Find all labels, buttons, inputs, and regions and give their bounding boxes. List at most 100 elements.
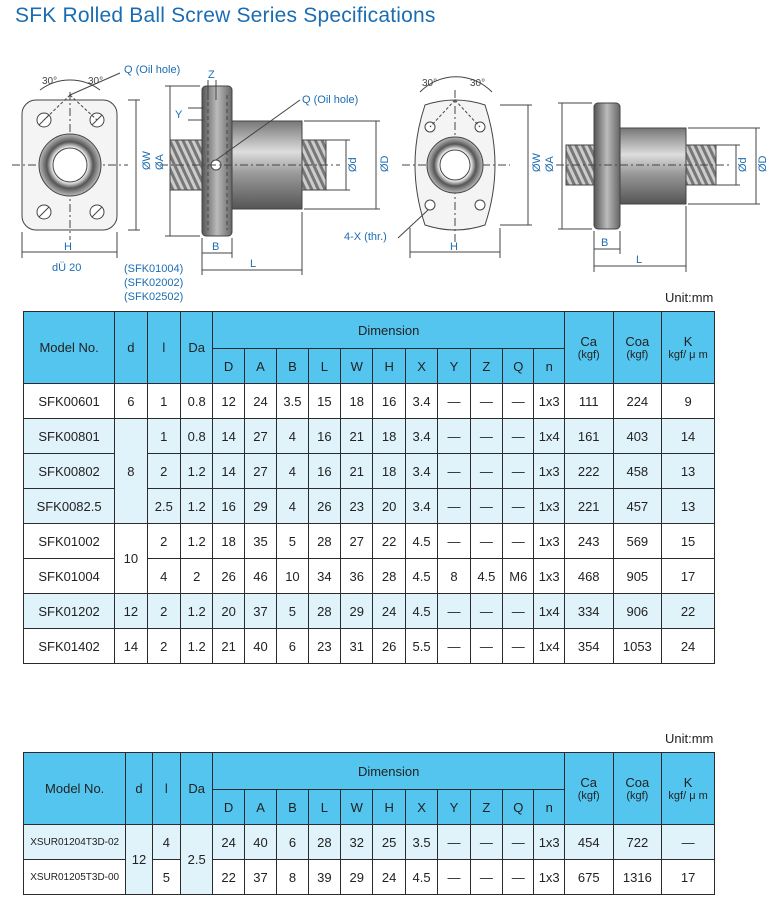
ca-cell: 468 bbox=[563, 558, 614, 594]
page-title: SFK Rolled Ball Screw Series Specificati… bbox=[15, 4, 436, 27]
header-k-unit: kgf/ μ m bbox=[668, 349, 708, 361]
header-ca-label: Ca bbox=[580, 334, 598, 349]
dimension-cell: 3.4 bbox=[404, 453, 439, 489]
model-cell: XSUR01205T3D-00 bbox=[22, 859, 127, 895]
header-d: d bbox=[114, 311, 148, 384]
angle-label: 30° bbox=[42, 76, 57, 87]
header-dim-col: Y bbox=[437, 348, 471, 384]
dimension-cell: 8 bbox=[276, 859, 309, 895]
header-coa-unit: (kgf) bbox=[626, 349, 649, 361]
header-dim-col: W bbox=[340, 348, 374, 384]
dimension-cell: 36 bbox=[340, 558, 374, 594]
coa-cell: 905 bbox=[612, 558, 663, 594]
coa-cell: 906 bbox=[612, 593, 663, 629]
coa-cell: 458 bbox=[612, 453, 663, 489]
ca-cell: 334 bbox=[563, 593, 614, 629]
header-l: l bbox=[146, 311, 182, 384]
da-label: ØA bbox=[544, 155, 556, 172]
ca-cell: 354 bbox=[563, 628, 614, 664]
dimension-cell: 1x4 bbox=[533, 593, 565, 629]
dimension-cell: 16 bbox=[212, 488, 245, 524]
da-cell: 1.2 bbox=[179, 523, 214, 559]
ca-cell: 222 bbox=[563, 453, 614, 489]
model-cell: SFK00801 bbox=[22, 418, 116, 454]
header-coa-unit: (kgf) bbox=[626, 790, 649, 802]
model-cell: SFK0082.5 bbox=[22, 488, 116, 524]
dimension-cell: 1x4 bbox=[533, 418, 565, 454]
dimension-cell: — bbox=[502, 824, 535, 860]
dimension-cell: 3.4 bbox=[404, 488, 439, 524]
dimension-cell: — bbox=[502, 593, 535, 629]
header-model: Model No. bbox=[22, 311, 116, 384]
header-ca-label: Ca bbox=[580, 775, 598, 790]
da-cell: 1.2 bbox=[179, 593, 214, 629]
side-view-1 bbox=[160, 80, 380, 275]
l-label: L bbox=[250, 258, 256, 270]
dimension-cell: 1x3 bbox=[533, 383, 565, 419]
dimension-cell: 27 bbox=[340, 523, 374, 559]
du-label: dÜ 20 bbox=[52, 262, 81, 274]
dimension-cell: M6 bbox=[502, 558, 535, 594]
dimension-cell: — bbox=[437, 824, 471, 860]
angle-label: 30° bbox=[422, 78, 437, 89]
dimension-cell: — bbox=[502, 628, 535, 664]
da-cell: 2 bbox=[179, 558, 214, 594]
d-cell: 14 bbox=[114, 628, 148, 664]
model-cell: SFK01004 bbox=[22, 558, 116, 594]
k-cell: 9 bbox=[661, 383, 715, 419]
da-cell: 1.2 bbox=[179, 453, 214, 489]
dimension-cell: — bbox=[502, 418, 535, 454]
dimension-cell: 39 bbox=[307, 859, 342, 895]
k-cell: 22 bbox=[661, 593, 715, 629]
dimension-cell: 35 bbox=[243, 523, 278, 559]
angle-label: 30° bbox=[88, 76, 103, 87]
header-coa-label: Coa bbox=[625, 775, 650, 790]
header-dim-col: Q bbox=[502, 348, 535, 384]
dimension-cell: 28 bbox=[307, 824, 342, 860]
dimension-cell: 1x3 bbox=[533, 453, 565, 489]
dimension-cell: 18 bbox=[340, 383, 374, 419]
dimension-cell: 23 bbox=[307, 628, 342, 664]
dimension-cell: 46 bbox=[243, 558, 278, 594]
k-cell: 13 bbox=[661, 488, 715, 524]
header-dim-col: L bbox=[307, 348, 342, 384]
dimension-cell: 4.5 bbox=[404, 593, 439, 629]
dimension-cell: 5 bbox=[276, 523, 309, 559]
dimension-cell: — bbox=[469, 859, 504, 895]
dimension-cell: 4 bbox=[276, 488, 309, 524]
dimension-cell: 22 bbox=[372, 523, 406, 559]
header-dim-col: W bbox=[340, 789, 374, 825]
dimension-cell: 3.4 bbox=[404, 383, 439, 419]
dimension-cell: 28 bbox=[307, 523, 342, 559]
header-k-label: K bbox=[683, 775, 693, 790]
x-hole-label: 4-X (thr.) bbox=[344, 231, 387, 243]
dimension-cell: — bbox=[502, 488, 535, 524]
coa-cell: 457 bbox=[612, 488, 663, 524]
l-cell: 5 bbox=[151, 859, 182, 895]
dimension-cell: 5.5 bbox=[404, 628, 439, 664]
header-coa: Coa(kgf) bbox=[612, 752, 663, 825]
header-dim-col: A bbox=[243, 789, 278, 825]
dimension-cell: 24 bbox=[212, 824, 245, 860]
dimension-cell: 26 bbox=[212, 558, 245, 594]
header-k-label: K bbox=[683, 334, 693, 349]
dimension-cell: — bbox=[469, 593, 504, 629]
dimension-cell: 26 bbox=[307, 488, 342, 524]
oil-hole-label: Q (Oil hole) bbox=[124, 64, 180, 76]
d-cell: 12 bbox=[114, 593, 148, 629]
dimension-cell: 4 bbox=[276, 418, 309, 454]
header-dim-col: D bbox=[212, 348, 245, 384]
model-note: (SFK01004) bbox=[124, 263, 183, 275]
h-label: H bbox=[64, 241, 72, 253]
spec-table-xsur: Model No. d l Da Dimension Ca(kgf) Coa(k… bbox=[22, 752, 715, 895]
k-cell: — bbox=[661, 824, 715, 860]
dimension-cell: — bbox=[469, 383, 504, 419]
l-label: L bbox=[636, 254, 642, 266]
header-da: Da bbox=[179, 311, 214, 384]
